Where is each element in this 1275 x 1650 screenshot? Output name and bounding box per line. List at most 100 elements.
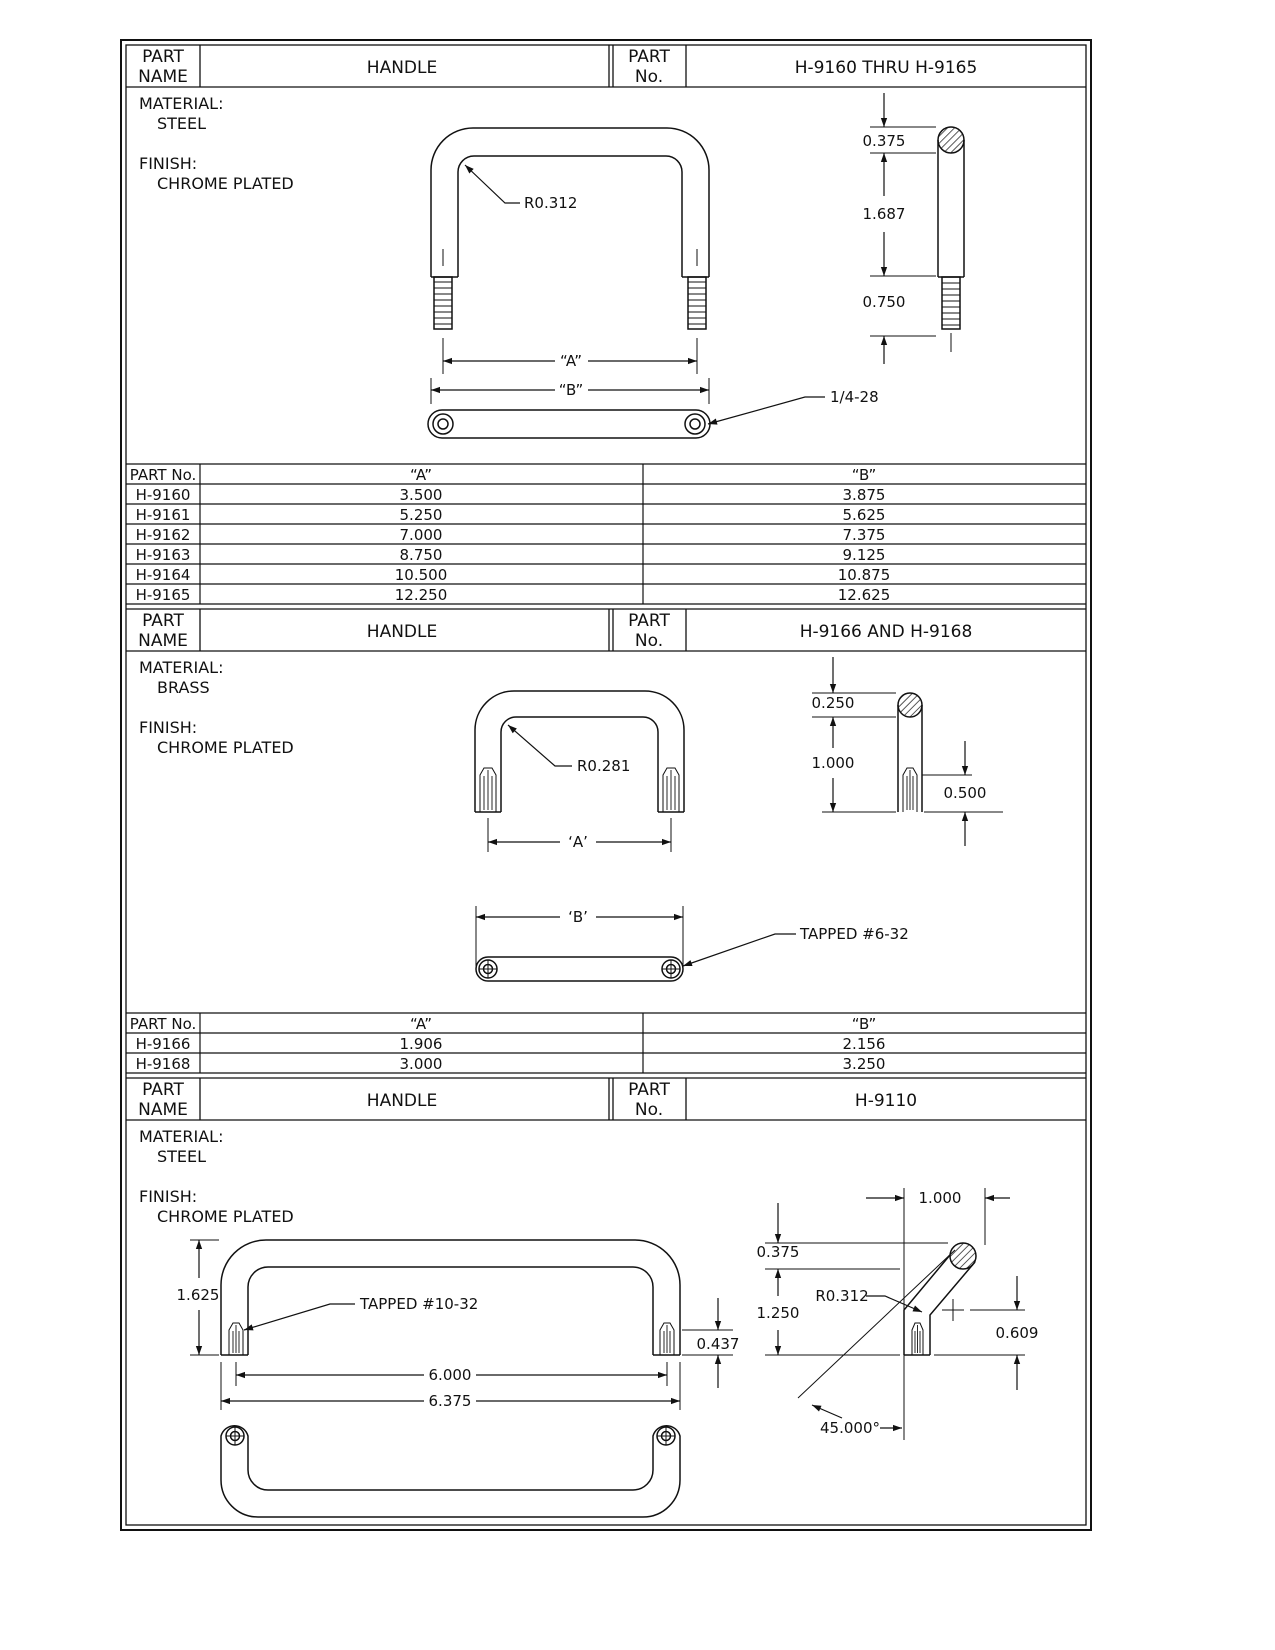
dim-height: 1.625	[177, 1286, 220, 1304]
svg-text:8.750: 8.750	[400, 546, 443, 564]
dim-b-label: “B”	[559, 381, 584, 399]
section-h9166: PART NAME HANDLE PART No. H-9166 AND H-9…	[126, 608, 1086, 1074]
material-value: BRASS	[157, 678, 210, 697]
svg-text:H-9162: H-9162	[136, 526, 191, 544]
svg-text:3.500: 3.500	[400, 486, 443, 504]
table-header-b: “B”	[852, 1015, 877, 1033]
finish-label: FINISH:	[139, 1187, 197, 1206]
svg-text:7.000: 7.000	[400, 526, 443, 544]
svg-text:H-9166: H-9166	[136, 1035, 191, 1053]
svg-text:7.375: 7.375	[843, 526, 886, 544]
part-no-label-2: No.	[635, 631, 663, 651]
material-label: MATERIAL:	[139, 1127, 223, 1146]
finish-label: FINISH:	[139, 154, 197, 173]
handle-bottom-view	[475, 906, 796, 982]
part-no-value: H-9166 AND H-9168	[800, 622, 973, 642]
part-name-label-2: NAME	[138, 631, 188, 651]
dim-stud: 0.750	[863, 293, 906, 311]
svg-text:12.625: 12.625	[838, 586, 891, 604]
svg-text:2.156: 2.156	[843, 1035, 886, 1053]
table-header-b: “B”	[852, 466, 877, 484]
handle-bottom-view	[427, 396, 825, 439]
radius-callout: R0.281	[577, 757, 630, 775]
handle-front-view	[474, 690, 685, 852]
part-name-value: HANDLE	[367, 58, 437, 78]
material-label: MATERIAL:	[139, 658, 223, 677]
part-no-label-1: PART	[628, 1080, 670, 1100]
handle-side-view	[765, 1188, 1025, 1440]
handle-side-view	[812, 657, 1003, 846]
finish-value: CHROME PLATED	[157, 738, 294, 757]
part-no-value: H-9110	[855, 1091, 917, 1111]
dim-tap: 0.500	[944, 784, 987, 802]
dim-inner: 6.000	[429, 1366, 472, 1384]
part-name-label-1: PART	[142, 1080, 184, 1100]
table-row: H-9166 1.906 2.156	[136, 1035, 886, 1053]
part-no-label-2: No.	[635, 67, 663, 87]
svg-text:10.875: 10.875	[838, 566, 891, 584]
section-h9110: PART NAME HANDLE PART No. H-9110 MATERIA…	[126, 1077, 1086, 1518]
part-name-label-1: PART	[142, 47, 184, 67]
svg-text:3.875: 3.875	[843, 486, 886, 504]
radius-callout: R0.312	[815, 1287, 868, 1305]
part-name-label-1: PART	[142, 611, 184, 631]
svg-text:H-9168: H-9168	[136, 1055, 191, 1073]
table-row: H-9162 7.000 7.375	[136, 526, 886, 544]
svg-text:H-9164: H-9164	[136, 566, 191, 584]
outer-frame	[120, 39, 1092, 1531]
table-header-a: “A”	[410, 466, 432, 484]
dim-offset: 1.000	[919, 1189, 962, 1207]
handle-bottom-view	[220, 1424, 681, 1518]
dim-tap: 0.437	[697, 1335, 740, 1353]
table-row: H-9165 12.250 12.625	[136, 586, 891, 604]
table-row: H-9164 10.500 10.875	[136, 566, 891, 584]
dim-dia: 0.375	[757, 1243, 800, 1261]
svg-text:12.250: 12.250	[395, 586, 448, 604]
table-row: H-9161 5.250 5.625	[136, 506, 886, 524]
part-name-label-2: NAME	[138, 67, 188, 87]
part-name-label-2: NAME	[138, 1100, 188, 1120]
svg-text:5.250: 5.250	[400, 506, 443, 524]
svg-text:3.250: 3.250	[843, 1055, 886, 1073]
thread-callout: 1/4-28	[830, 388, 879, 406]
svg-text:9.125: 9.125	[843, 546, 886, 564]
part-name-value: HANDLE	[367, 622, 437, 642]
angle-callout: 45.000°	[820, 1419, 880, 1437]
table-header-a: “A”	[410, 1015, 432, 1033]
section-h9160: PART NAME HANDLE PART No. H-9160 THRU H-…	[126, 45, 1086, 605]
radius-callout: R0.312	[524, 194, 577, 212]
svg-text:10.500: 10.500	[395, 566, 448, 584]
thread-callout: TAPPED #6-32	[799, 925, 909, 943]
material-label: MATERIAL:	[139, 94, 223, 113]
finish-label: FINISH:	[139, 718, 197, 737]
table-row: H-9163 8.750 9.125	[136, 546, 886, 564]
inner-frame	[125, 44, 1087, 1526]
svg-text:H-9161: H-9161	[136, 506, 191, 524]
dim-dia: 0.375	[863, 132, 906, 150]
table-header-partno: PART No.	[130, 466, 197, 484]
handle-front-view	[190, 1239, 733, 1410]
handle-side-view	[870, 93, 965, 364]
svg-text:H-9160: H-9160	[136, 486, 191, 504]
parts-table-1	[126, 463, 1086, 605]
svg-text:H-9165: H-9165	[136, 586, 191, 604]
part-no-value: H-9160 THRU H-9165	[795, 58, 978, 78]
svg-text:5.625: 5.625	[843, 506, 886, 524]
finish-value: CHROME PLATED	[157, 174, 294, 193]
handle-front-view	[430, 127, 710, 404]
material-value: STEEL	[157, 114, 206, 133]
dim-dia: 0.250	[812, 694, 855, 712]
svg-text:3.000: 3.000	[400, 1055, 443, 1073]
svg-text:1.906: 1.906	[400, 1035, 443, 1053]
dim-b-label: ‘B’	[568, 908, 588, 926]
dim-a-label: ‘A’	[568, 833, 588, 851]
table-row: H-9160 3.500 3.875	[136, 486, 886, 504]
dim-a-label: “A”	[560, 352, 582, 370]
dim-height: 1.687	[863, 205, 906, 223]
table-row: H-9168 3.000 3.250	[136, 1055, 886, 1073]
part-no-label-1: PART	[628, 47, 670, 67]
dim-height: 1.000	[812, 754, 855, 772]
thread-callout: TAPPED #10-32	[359, 1295, 478, 1313]
dim-drop: 0.609	[996, 1324, 1039, 1342]
